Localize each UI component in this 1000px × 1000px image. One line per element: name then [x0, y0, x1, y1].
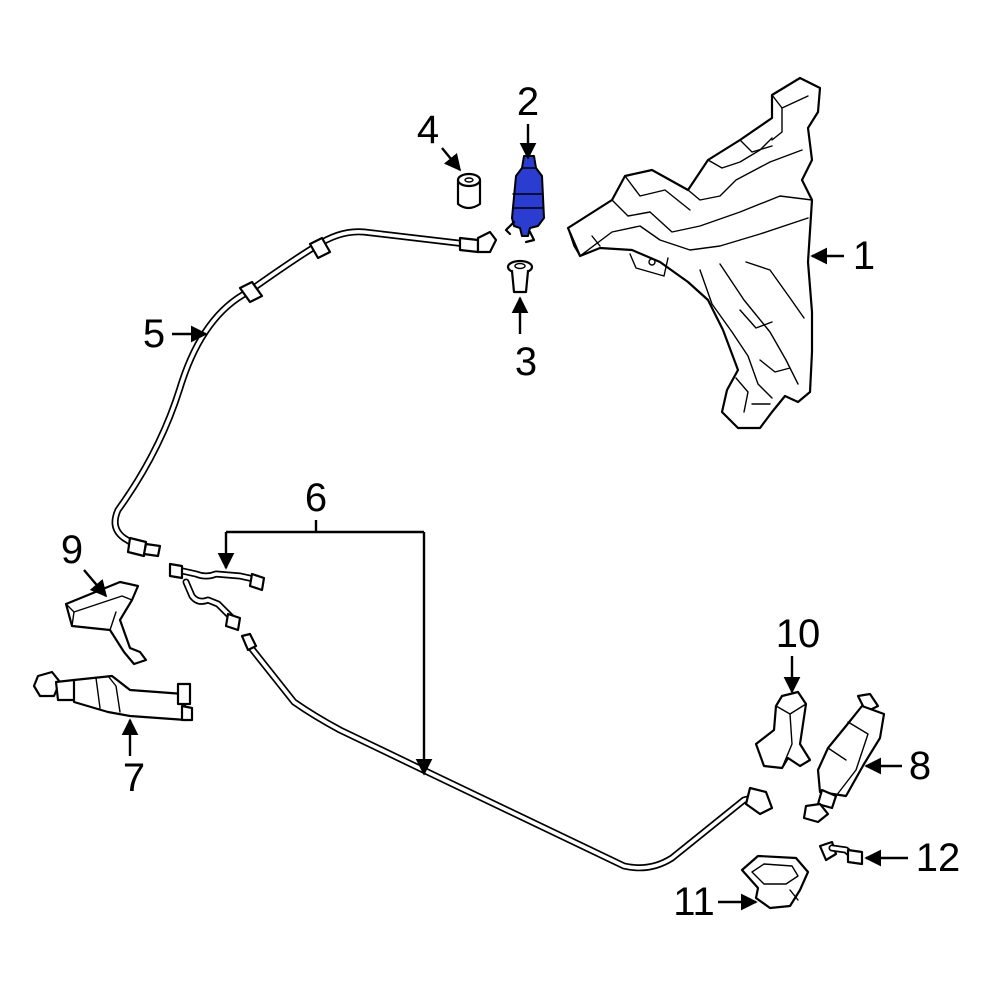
part-2-washer-pump[interactable] — [504, 155, 545, 244]
part-9-bracket[interactable] — [64, 580, 148, 666]
callout-labels: 1 2 3 4 5 6 7 8 9 10 11 12 — [61, 80, 960, 924]
callout-12: 12 — [916, 836, 961, 880]
callout-1: 1 — [853, 234, 875, 278]
part-12-connector[interactable] — [818, 840, 864, 866]
leader-arrows — [83, 124, 908, 911]
callout-9: 9 — [61, 528, 83, 572]
callout-11: 11 — [673, 880, 715, 924]
arrow-4 — [441, 147, 462, 172]
part-4-grommet[interactable] — [456, 172, 482, 210]
callout-5: 5 — [143, 312, 165, 356]
callout-8: 8 — [909, 744, 931, 788]
part-6-long-hose[interactable] — [240, 632, 774, 872]
part-3-grommet[interactable] — [506, 259, 534, 294]
callout-6: 6 — [305, 476, 327, 520]
callout-4: 4 — [417, 108, 439, 152]
callout-3: 3 — [515, 340, 537, 384]
callout-7: 7 — [123, 756, 145, 800]
part-8-headlamp-washer-nozzle[interactable] — [802, 692, 886, 824]
part-7-headlamp-washer-nozzle[interactable] — [32, 670, 194, 722]
part-11-cover[interactable] — [740, 854, 810, 910]
part-1-washer-reservoir[interactable] — [566, 76, 822, 430]
part-10-bracket[interactable] — [754, 690, 812, 770]
callout-10: 10 — [776, 612, 821, 656]
callout-2: 2 — [517, 80, 539, 124]
part-6-connector-hose[interactable] — [168, 562, 266, 632]
arrow-9 — [83, 569, 108, 598]
